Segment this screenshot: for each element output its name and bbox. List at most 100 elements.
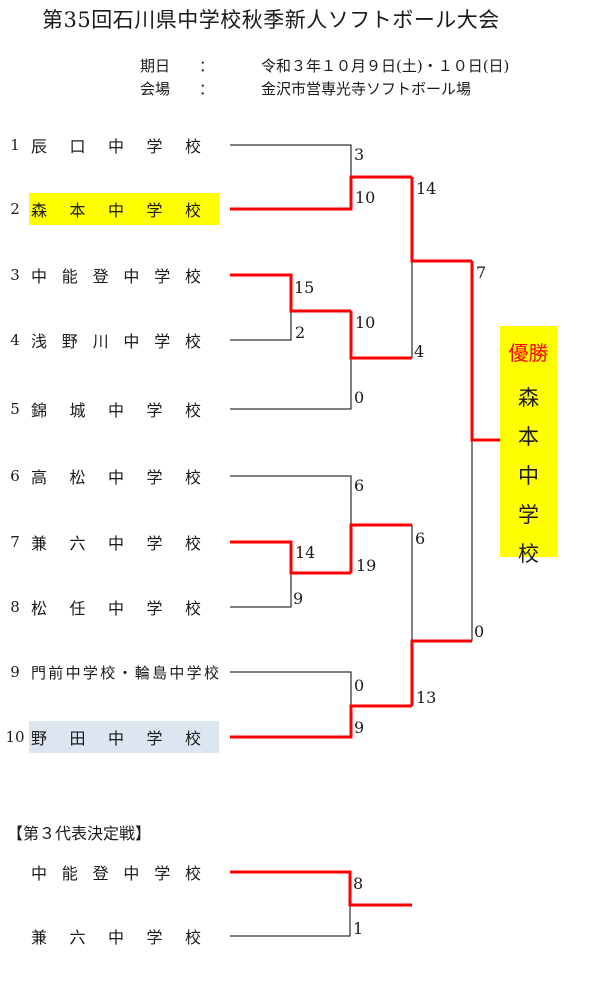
name-char: 学 xyxy=(154,267,171,286)
champion-label: 優勝 xyxy=(508,341,549,365)
name-char: 森 xyxy=(518,386,539,410)
team-row: 1 辰口中学校 xyxy=(0,129,430,161)
team-name: 松任中学校 xyxy=(31,591,201,623)
name-char: 学 xyxy=(146,599,163,618)
playoff-team-row: 兼六中学校 xyxy=(0,920,430,952)
team-name: 門前中学校・輪島中学校 xyxy=(31,656,219,688)
score-m3-top: 10 xyxy=(355,313,376,332)
name-char: 中 xyxy=(123,864,140,883)
name-char: 森 xyxy=(31,201,48,220)
name-char: 学 xyxy=(146,729,163,748)
team-seed: 5 xyxy=(10,400,20,418)
name-char: 校 xyxy=(100,663,116,682)
name-char: 本 xyxy=(518,425,539,449)
name-char: 学 xyxy=(146,468,163,487)
name-char: 学 xyxy=(82,663,98,682)
name-char: 校 xyxy=(184,332,201,351)
name-char: 校 xyxy=(203,663,219,682)
score-playoff-top: 8 xyxy=(353,874,364,893)
name-char: 兼 xyxy=(31,534,48,553)
name-char: 校 xyxy=(184,137,201,156)
name-char: 野 xyxy=(61,332,78,351)
name-char: 学 xyxy=(154,864,171,883)
name-char: 中 xyxy=(107,468,124,487)
venue-label: 会場 xyxy=(140,80,171,98)
name-char: 中 xyxy=(123,267,140,286)
name-char: 松 xyxy=(69,468,86,487)
name-char: 校 xyxy=(184,928,201,947)
team-highlight-runnerup xyxy=(29,721,219,753)
team-name: 森本中学校 xyxy=(31,193,201,225)
name-char: 口 xyxy=(69,137,86,156)
score-m7-top: 0 xyxy=(354,676,365,695)
name-char: 浅 xyxy=(31,332,48,351)
team-name: 中能登中学校 xyxy=(31,259,201,291)
score-playoff-bottom: 1 xyxy=(353,919,364,938)
name-char: 校 xyxy=(184,401,201,420)
name-char: 学 xyxy=(146,137,163,156)
score-m6-bottom: 19 xyxy=(356,556,377,575)
team-name: 野田中学校 xyxy=(31,721,201,753)
score-m8-top: 6 xyxy=(415,529,426,548)
name-char: 学 xyxy=(518,503,539,527)
team-name: 高松中学校 xyxy=(31,460,201,492)
playoff-heading: 【第３代表決定戦】 xyxy=(7,824,152,843)
score-final-bottom: 0 xyxy=(474,622,485,641)
name-char: 登 xyxy=(92,864,109,883)
name-char: 六 xyxy=(69,928,86,947)
score-final-top: 7 xyxy=(476,263,487,282)
name-char: 田 xyxy=(69,729,86,748)
name-char: 任 xyxy=(69,599,86,618)
page-title: 第35回石川県中学校秋季新人ソフトボール大会 xyxy=(42,8,500,32)
name-char: 門 xyxy=(31,663,47,682)
team-row: 10 野田中学校 xyxy=(0,721,430,753)
name-char: 校 xyxy=(518,542,539,566)
team-seed: 3 xyxy=(10,266,20,284)
date-label: 期日 xyxy=(140,57,171,75)
name-char: 本 xyxy=(69,201,86,220)
name-char: 中 xyxy=(107,534,124,553)
team-seed: 4 xyxy=(10,331,20,349)
score-m1-top: 3 xyxy=(354,145,365,164)
venue-value: 金沢市営専光寺ソフトボール場 xyxy=(261,80,472,98)
name-char: 中 xyxy=(31,267,48,286)
team-row: 9 門前中学校・輪島中学校 xyxy=(0,656,430,688)
champion-name: 森本中学校 xyxy=(500,382,557,568)
name-char: 校 xyxy=(184,599,201,618)
name-char: 中 xyxy=(107,599,124,618)
team-seed: 2 xyxy=(10,200,20,218)
name-char: 中 xyxy=(107,928,124,947)
playoff-team-name: 中能登中学校 xyxy=(31,856,201,888)
name-char: 中 xyxy=(31,864,48,883)
name-char: 学 xyxy=(146,401,163,420)
name-char: 校 xyxy=(184,864,201,883)
name-char: 校 xyxy=(184,468,201,487)
team-name: 兼六中学校 xyxy=(31,526,201,558)
score-m3-bottom: 0 xyxy=(354,388,365,407)
score-m5-bottom: 9 xyxy=(293,589,304,608)
team-seed: 10 xyxy=(5,728,25,746)
score-m2-top: 15 xyxy=(294,278,315,297)
team-row: 5 錦城中学校 xyxy=(0,393,430,425)
name-char: ・ xyxy=(117,663,133,682)
name-char: 能 xyxy=(61,267,78,286)
score-m8-bottom: 13 xyxy=(416,688,437,707)
name-char: 学 xyxy=(154,332,171,351)
name-char: 島 xyxy=(152,663,168,682)
name-char: 兼 xyxy=(31,928,48,947)
name-char: 松 xyxy=(31,599,48,618)
score-m7-bottom: 9 xyxy=(354,718,365,737)
venue-colon: ： xyxy=(199,80,215,98)
name-char: 中 xyxy=(169,663,185,682)
team-row: 2 森本中学校 xyxy=(0,193,430,225)
name-char: 前 xyxy=(48,663,64,682)
team-name: 浅野川中学校 xyxy=(31,324,201,356)
name-char: 錦 xyxy=(31,401,48,420)
name-char: 高 xyxy=(31,468,48,487)
name-char: 中 xyxy=(107,401,124,420)
team-seed: 7 xyxy=(10,533,20,551)
name-char: 学 xyxy=(186,663,202,682)
name-char: 中 xyxy=(107,201,124,220)
name-char: 学 xyxy=(146,534,163,553)
